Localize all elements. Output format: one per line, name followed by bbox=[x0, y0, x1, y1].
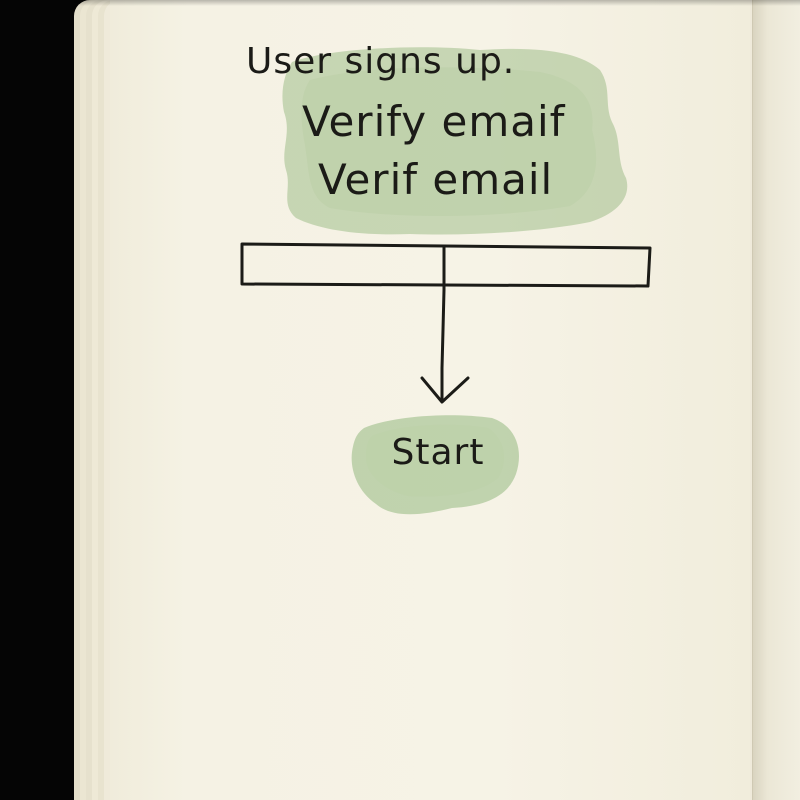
header-line-2: Verify emaif bbox=[302, 97, 566, 146]
header-line-3: Verif email bbox=[318, 155, 553, 204]
start-terminal-label: Start bbox=[392, 432, 485, 473]
start-terminal-wash-bloom bbox=[366, 424, 504, 497]
header-line-1: User signs up. bbox=[246, 41, 515, 82]
adjacent-page bbox=[752, 0, 800, 800]
empty-process-box bbox=[240, 242, 652, 288]
connector-line bbox=[440, 244, 446, 402]
header-wash-bloom bbox=[301, 67, 597, 217]
arrowhead-down-icon bbox=[420, 376, 470, 404]
page-top-shadow bbox=[74, 0, 800, 6]
header-wash bbox=[282, 47, 628, 235]
